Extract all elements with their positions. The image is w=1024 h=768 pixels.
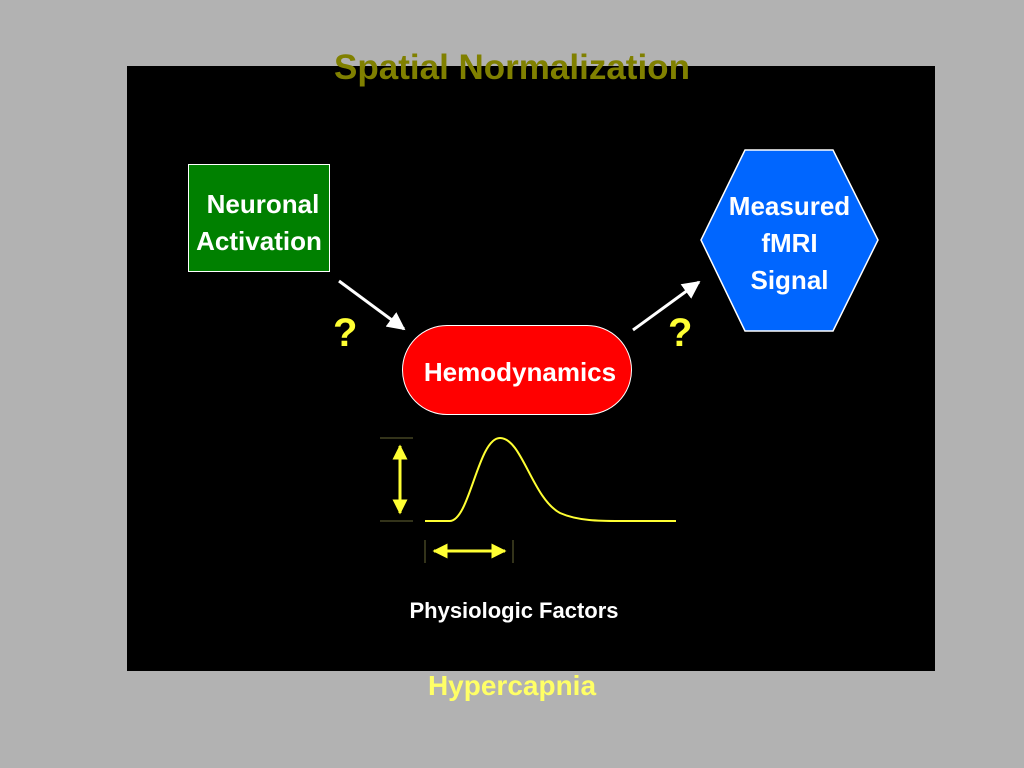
hemodynamics-label: Hemodynamics [423,357,617,387]
physiologic-factors-caption: Physiologic Factors [409,598,619,623]
measured-label-line2: fMRI [761,228,818,258]
neuronal-label-line1: Neuronal [206,189,320,219]
neuronal-label-line2: Activation [196,226,322,256]
measured-label-line3: Signal [750,265,829,295]
hypercapnia-label: Hypercapnia [427,670,597,701]
neuronal-activation-label: Neuronal Activation [188,186,330,260]
measured-signal-label: Measured fMRI Signal [701,188,878,299]
neuronal-activation-box [188,164,330,272]
question-mark-right: ? [668,311,693,355]
question-mark-left: ? [333,311,358,355]
measured-label-line1: Measured [728,191,851,221]
slide-title: Spatial Normalization [334,48,690,87]
hemodynamics-node [402,325,632,415]
